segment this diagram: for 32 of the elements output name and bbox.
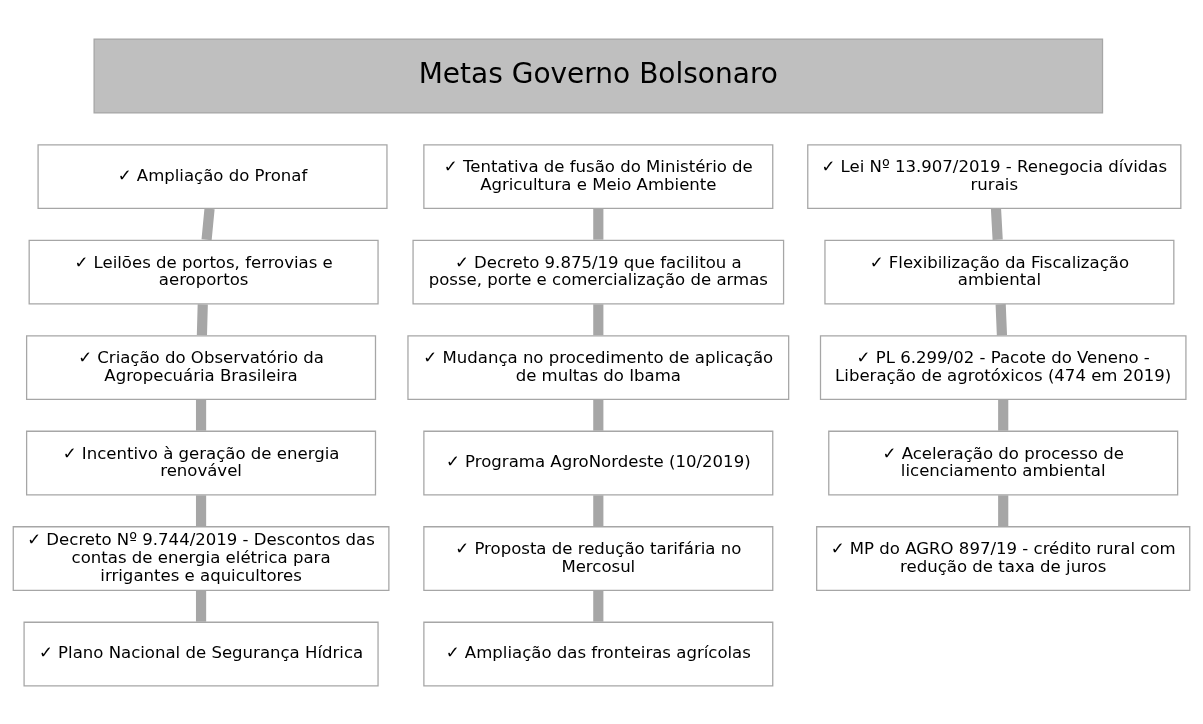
connector	[593, 399, 604, 431]
node-box: ✓ Incentivo à geração de energia renovável	[26, 430, 377, 496]
connector	[998, 494, 1009, 526]
node-box: ✓ Ampliação das fronteiras agrícolas	[423, 621, 774, 687]
node-box: ✓ Decreto 9.875/19 que facilitou a posse, porte e comercialização de armas	[412, 239, 785, 305]
connector	[196, 303, 208, 335]
connector	[201, 207, 215, 240]
node-box: ✓ Plano Nacional de Segurança Hídrica	[23, 621, 379, 687]
connector	[593, 303, 604, 335]
connector	[998, 399, 1009, 431]
node-box: ✓ Criação do Observatório da Agropecuária Brasileira	[26, 334, 377, 400]
node-box: ✓ Aceleração do processo de licenciamento ambiental	[828, 430, 1179, 496]
connector	[195, 494, 207, 526]
connector	[195, 590, 207, 622]
node-box: Metas Governo Bolsonaro	[93, 37, 1104, 114]
connector	[195, 399, 207, 431]
connector	[995, 303, 1008, 335]
node-box: ✓ Mudança no procedimento de aplicação de multas do Ibama	[407, 334, 790, 400]
node-box: ✓ Proposta de redução tarifária no Mercosul	[423, 525, 774, 591]
node-box: ✓ Leilões de portos, ferrovias e aeroportos	[28, 239, 379, 305]
connector	[593, 208, 604, 240]
node-box: ✓ Programa AgroNordeste (10/2019)	[423, 430, 774, 496]
node-box: ✓ Flexibilização da Fiscalização ambiental	[824, 239, 1175, 305]
node-box: ✓ Ampliação do Pronaf	[37, 143, 388, 209]
node-box: ✓ Lei Nº 13.907/2019 - Renegocia dívidas rurais	[807, 143, 1182, 209]
node-box: ✓ Tentativa de fusão do Ministério de Agricultura e Meio Ambiente	[423, 143, 774, 209]
connector	[593, 590, 604, 622]
connector	[990, 208, 1003, 240]
node-box: ✓ PL 6.299/02 - Pacote do Veneno - Liberação de agrotóxicos (474 em 2019)	[819, 334, 1187, 400]
connector	[593, 494, 604, 526]
node-box: ✓ Decreto Nº 9.744/2019 - Descontos das contas de energia elétrica para irrigantes e aquicultores	[12, 525, 390, 591]
node-box: ✓ MP do AGRO 897/19 - crédito rural com redução de taxa de juros	[816, 525, 1191, 591]
